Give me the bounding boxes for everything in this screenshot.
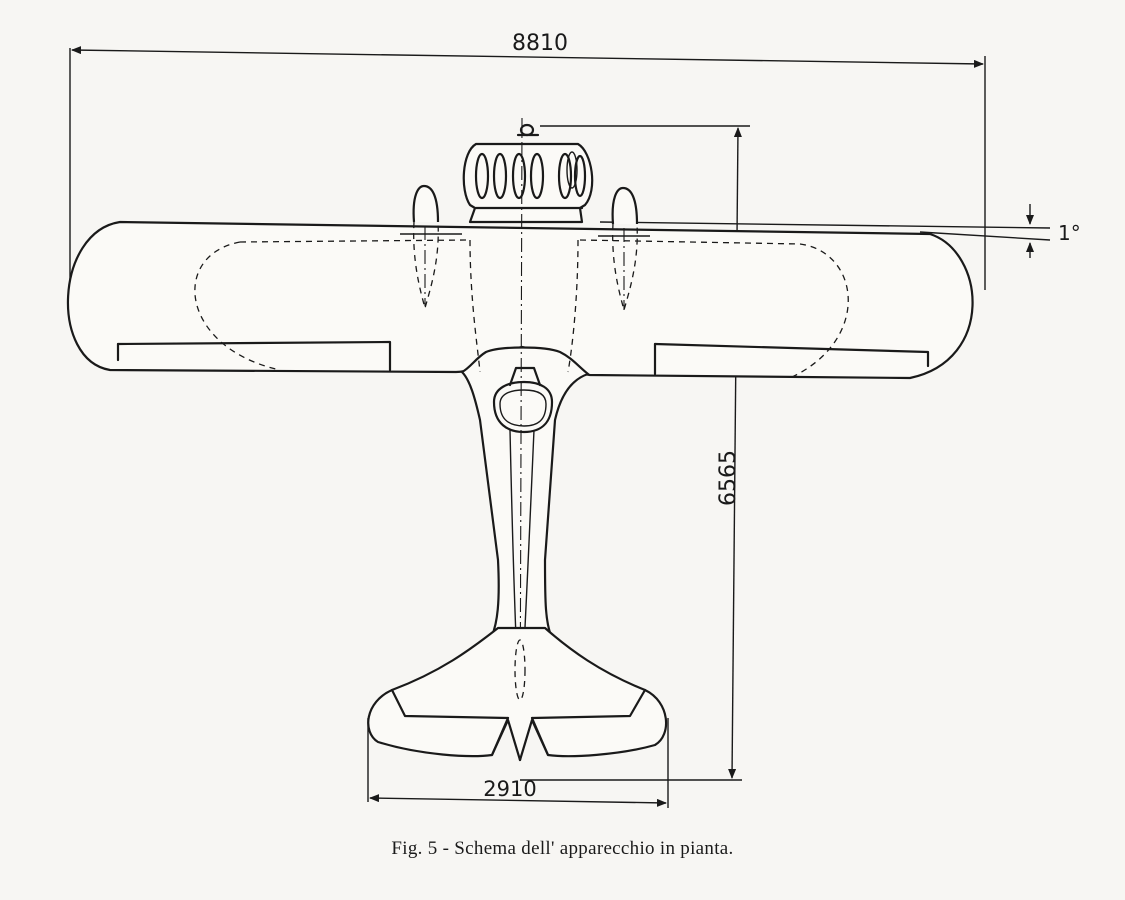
tail-span-label: 2910 <box>483 777 536 801</box>
length-label: 6565 <box>716 450 741 506</box>
cockpit <box>492 366 554 434</box>
dihedral-angle-indicator: 1° <box>599 204 1081 258</box>
main-wing <box>67 220 974 380</box>
engine-cowling <box>462 123 594 224</box>
propeller-hub <box>516 123 540 137</box>
length-dimension: 6565 <box>520 125 750 781</box>
wingspan-dimension: 8810 <box>69 31 986 290</box>
right-aileron <box>653 342 930 376</box>
left-wing-pod <box>400 184 462 311</box>
figure-caption: Fig. 5 - Schema dell' apparecchio in pia… <box>391 838 734 859</box>
horizontal-tail <box>367 626 668 762</box>
right-wing-pod <box>598 186 650 313</box>
left-aileron <box>116 340 392 372</box>
cylinder-heads <box>474 151 587 200</box>
wingspan-label: 8810 <box>512 31 568 56</box>
tail-span-dimension: 2910 <box>367 718 669 808</box>
dihedral-angle-label: 1° <box>1058 221 1081 245</box>
